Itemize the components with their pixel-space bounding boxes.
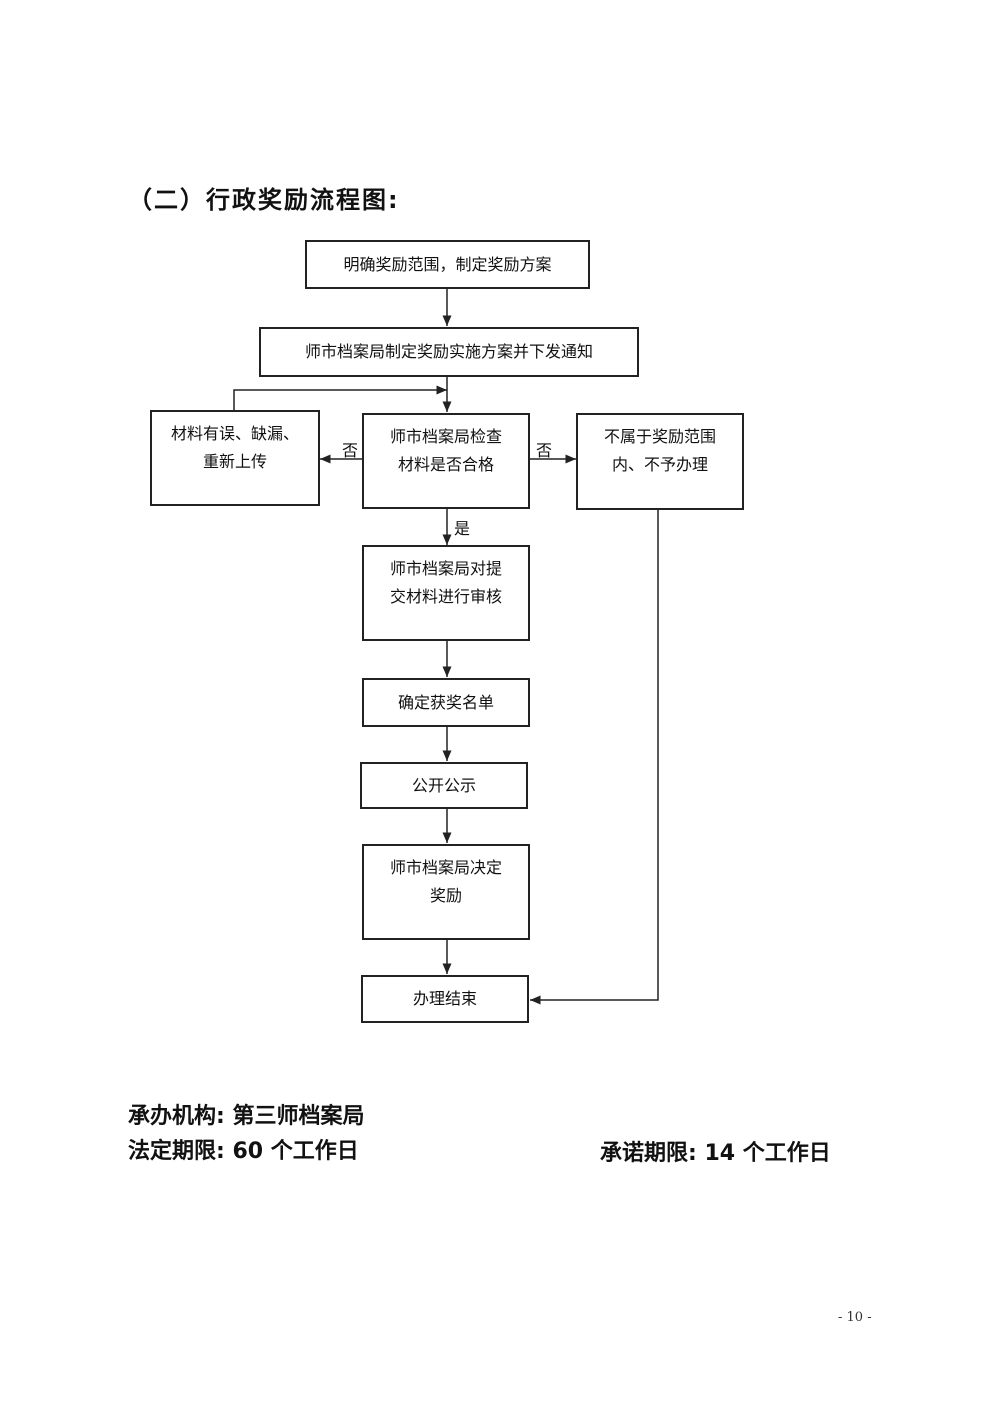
node-out-of-scope: 不属于奖励范围 内、不予办理 (576, 413, 744, 510)
edge-label-yes: 是 (454, 519, 471, 538)
edge-resubmit-loop (233, 385, 447, 410)
node-materials-error: 材料有误、缺漏、 重新上传 (150, 410, 320, 506)
node-check-materials: 师市档案局检查 材料是否合格 (362, 413, 530, 509)
footer-promised-period: 承诺期限: 14 个工作日 (600, 1141, 831, 1166)
node-out-of-scope-label: 不属于奖励范围 内、不予办理 (603, 427, 716, 474)
node-define-scope: 明确奖励范围，制定奖励方案 (305, 240, 590, 289)
node-issue-notice: 师市档案局制定奖励实施方案并下发通知 (259, 327, 639, 377)
node-finish: 办理结束 (361, 975, 529, 1023)
node-materials-error-label: 材料有误、缺漏、 重新上传 (170, 424, 299, 471)
footer-legal-period: 法定期限: 60 个工作日 (128, 1139, 359, 1164)
node-decide-award-label: 师市档案局决定 奖励 (389, 858, 502, 905)
node-publicity: 公开公示 (360, 762, 528, 809)
page-title: （二）行政奖励流程图: (128, 186, 400, 214)
node-review-materials-label: 师市档案局对提 交材料进行审核 (389, 559, 502, 606)
edge-label-no-left: 否 (342, 441, 359, 460)
node-decide-award: 师市档案局决定 奖励 (362, 844, 530, 940)
footer-agency: 承办机构: 第三师档案局 (128, 1104, 365, 1129)
edge-right-to-end (530, 510, 659, 1005)
page-number: - 10 - (838, 1310, 872, 1325)
node-check-materials-label: 师市档案局检查 材料是否合格 (389, 427, 502, 474)
node-review-materials: 师市档案局对提 交材料进行审核 (362, 545, 530, 641)
node-award-list: 确定获奖名单 (362, 678, 530, 727)
edge-label-no-right: 否 (536, 441, 553, 460)
